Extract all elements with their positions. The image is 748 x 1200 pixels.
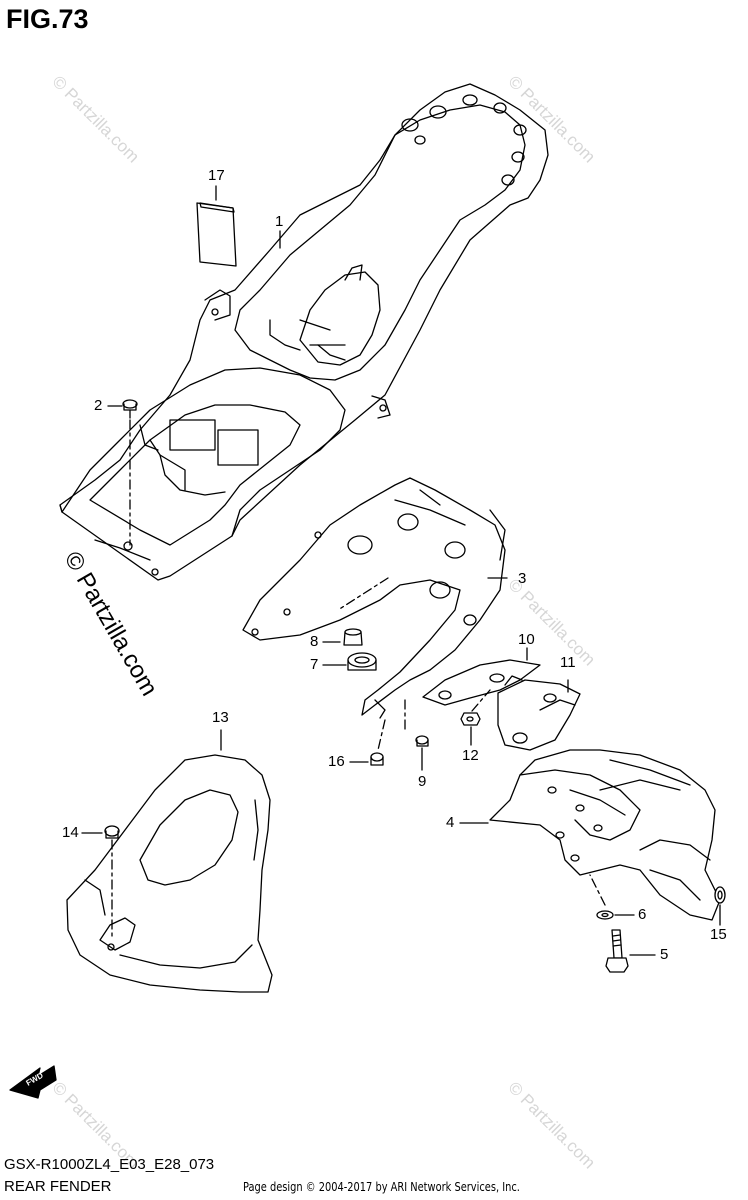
- assembly-line: [472, 690, 490, 711]
- callout-16: 16: [328, 753, 345, 770]
- callout-1: 1: [275, 213, 284, 230]
- part-6-washer: [597, 911, 613, 919]
- callout-12: 12: [462, 747, 479, 764]
- part-17-label-sticker: [197, 203, 236, 266]
- callout-11: 11: [560, 654, 576, 671]
- part-12-nut: [461, 713, 480, 725]
- part-1-rear-fender: [60, 84, 548, 580]
- fwd-arrow-icon: FWD: [10, 1066, 56, 1098]
- part-4-mudguard: [490, 750, 720, 920]
- callout-5: 5: [660, 946, 669, 963]
- callout-3: 3: [518, 570, 527, 587]
- callout-6: 6: [638, 906, 647, 923]
- part-13-rear-hugger: [67, 755, 272, 992]
- section-name: REAR FENDER: [4, 1178, 112, 1195]
- part-8-grommet: [344, 629, 362, 645]
- page-credit: Page design © 2004-2017 by ARI Network S…: [243, 1180, 520, 1194]
- model-code: GSX-R1000ZL4_E03_E28_073: [4, 1156, 215, 1173]
- assembly-line: [590, 875, 605, 905]
- part-11-bracket: [498, 680, 580, 750]
- assembly-line: [338, 578, 388, 610]
- part-14-screw: [105, 826, 119, 838]
- figure-title: FIG.73: [6, 4, 89, 34]
- callout-15: 15: [710, 926, 727, 943]
- part-9-screw: [416, 736, 428, 746]
- part-16-screw: [371, 753, 383, 765]
- part-5-bolt: [606, 930, 628, 972]
- part-15-reflector: [715, 887, 725, 903]
- callout-9: 9: [418, 773, 427, 790]
- part-10-bracket: [423, 660, 540, 705]
- callout-4: 4: [446, 814, 455, 831]
- callout-17: 17: [208, 167, 225, 184]
- callout-14: 14: [62, 824, 79, 841]
- assembly-line: [378, 720, 385, 750]
- callout-2: 2: [94, 397, 103, 414]
- callout-10: 10: [518, 631, 535, 648]
- part-2-screw: [123, 400, 137, 418]
- callout-8: 8: [310, 633, 319, 650]
- callout-7: 7: [310, 656, 319, 673]
- callout-13: 13: [212, 709, 229, 726]
- part-7-collar: [348, 653, 376, 670]
- part-3-fender-brace: [243, 478, 505, 718]
